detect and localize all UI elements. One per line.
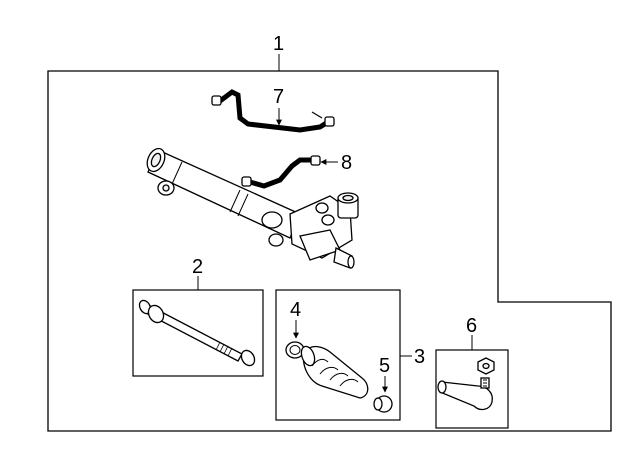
boot-kit-box [275, 289, 401, 421]
callout-7: 7 [273, 86, 284, 108]
clamp-part-5 [373, 376, 393, 413]
callout-1: 1 [273, 33, 284, 55]
pressure-line-part-7 [211, 89, 335, 133]
callout-2: 2 [192, 256, 203, 278]
callout-8: 8 [341, 152, 352, 174]
assembly-outline [47, 70, 612, 432]
callout-6: 6 [466, 315, 477, 337]
callout-5: 5 [379, 355, 390, 377]
outer-tie-rod-end-part-6 [437, 357, 495, 411]
steering-rack-assembly [146, 147, 359, 269]
inner-tie-rod-part-2 [138, 299, 256, 367]
callout-4: 4 [290, 299, 301, 321]
bellows-boot-part [300, 345, 369, 399]
callout-3: 3 [414, 346, 425, 368]
return-line-part-8 [241, 155, 321, 189]
